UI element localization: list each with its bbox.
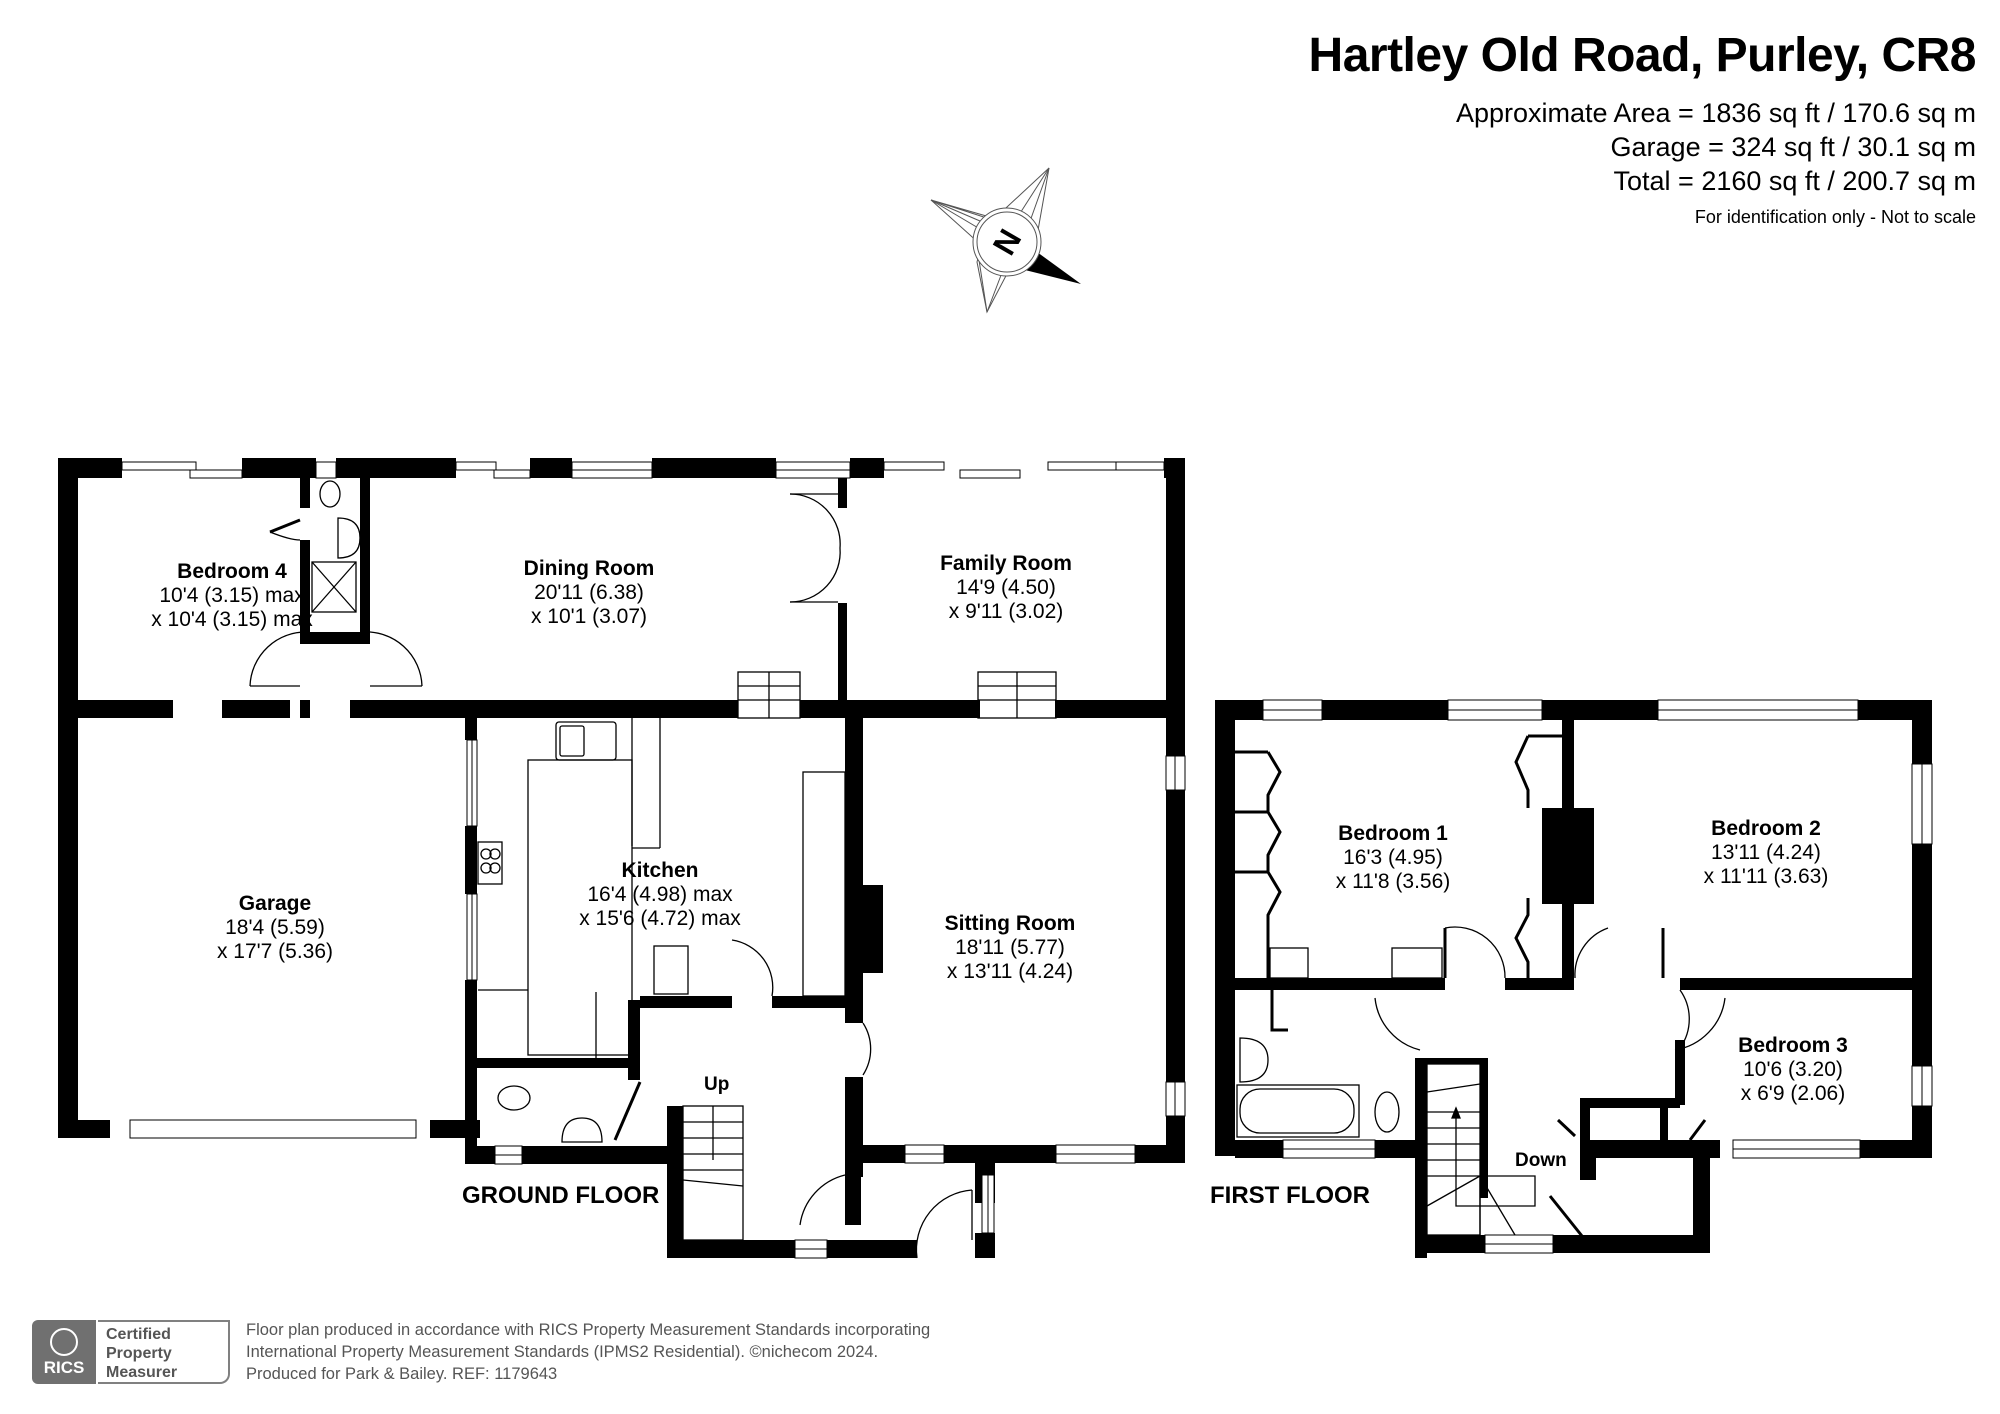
rics-lion-icon [50,1328,78,1356]
room-dimension: 18'11 (5.77) [955,936,1065,959]
room-bedroom-4: Bedroom 4 10'4 (3.15) max x 10'4 (3.15) … [151,560,313,632]
rics-logo: RICS [32,1320,96,1384]
room-dimension: x 17'7 (5.36) [216,940,334,963]
total-area: Total = 2160 sq ft / 200.7 sq m [1613,166,1976,196]
stairs-down-label: Down [1515,1150,1567,1171]
room-dining-room: Dining Room 20'11 (6.38) x 10'1 (3.07) [524,557,655,629]
room-name: Bedroom 1 [1338,822,1448,845]
garage-area: Garage = 324 sq ft / 30.1 sq m [1610,132,1976,162]
badge-line: Measurer [106,1364,178,1381]
room-dimension: x 9'11 (3.02) [948,600,1064,623]
room-name: Dining Room [523,557,655,580]
room-dimension: 14'9 (4.50) [956,576,1056,599]
badge-line: Property [106,1345,172,1362]
room-dimension: x 13'11 (4.24) [946,960,1074,983]
room-name: Sitting Room [944,912,1076,935]
room-kitchen: Kitchen 16'4 (4.98) max x 15'6 (4.72) ma… [579,859,741,931]
first-floor-windows [1262,699,1933,1254]
room-name: Garage [238,892,312,915]
room-name: Family Room [940,552,1072,575]
room-bedroom-3: Bedroom 3 10'6 (3.20) x 6'9 (2.06) [1738,1034,1848,1106]
room-dimension: x 10'1 (3.07) [530,605,648,628]
approximate-area: Approximate Area = 1836 sq ft / 170.6 sq… [1455,98,1976,128]
first-floor-walls [1215,700,1932,1258]
room-dimension: 16'3 (4.95) [1343,846,1443,869]
room-bedroom-2: Bedroom 2 13'11 (4.24) x 11'11 (3.63) [1704,817,1829,889]
first-floor-fixtures [1235,734,1726,1237]
room-dimension: x 15'6 (4.72) max [579,907,741,930]
room-family-room: Family Room 14'9 (4.50) x 9'11 (3.02) [940,552,1072,624]
room-name: Bedroom 2 [1711,817,1821,840]
room-dimension: x 11'8 (3.56) [1335,870,1451,893]
room-dimension: 10'4 (3.15) max [159,584,305,607]
stairs-up-label: Up [704,1074,730,1095]
footer-line: International Property Measurement Stand… [246,1343,879,1361]
room-dimension: x 11'11 (3.63) [1703,865,1829,888]
footer-line: Produced for Park & Bailey. REF: 1179643 [246,1365,558,1383]
room-name: Kitchen [621,859,699,882]
footer-credits: Floor plan produced in accordance with R… [246,1319,930,1385]
certified-measurer-box: Certified Property Measurer [98,1320,230,1384]
room-dimension: x 6'9 (2.06) [1740,1082,1846,1105]
first-floor-label: FIRST FLOOR [1210,1182,1370,1209]
room-name: Bedroom 3 [1738,1034,1848,1057]
room-dimension: 18'4 (5.59) [225,916,325,939]
room-dimension: 20'11 (6.38) [534,581,644,604]
rics-wordmark: RICS [43,1358,85,1377]
ground-floor-windows [121,461,1186,1259]
badge-line: Certified [106,1326,171,1343]
property-title: Hartley Old Road, Purley, CR8 [1308,29,1977,82]
north-arrow-compass-icon: N [930,167,1081,314]
footer-line: Floor plan produced in accordance with R… [246,1321,931,1339]
room-sitting-room: Sitting Room 18'11 (5.77) x 13'11 (4.24) [945,912,1076,984]
rics-certified-badge: RICS Certified Property Measurer [32,1320,232,1384]
ground-floor-label: GROUND FLOOR [462,1182,660,1209]
room-dimension: 10'6 (3.20) [1743,1058,1843,1081]
room-name: Bedroom 4 [177,560,287,583]
room-dimension: 16'4 (4.98) max [587,883,733,906]
room-dimension: 13'11 (4.24) [1711,841,1821,864]
room-bedroom-1: Bedroom 1 16'3 (4.95) x 11'8 (3.56) [1336,822,1451,894]
room-garage: Garage 18'4 (5.59) x 17'7 (5.36) [217,892,333,964]
disclaimer: For identification only - Not to scale [1694,207,1976,227]
room-dimension: x 10'4 (3.15) max [151,608,313,631]
ground-floor-fixtures [249,480,1057,1259]
ground-floor-walls [58,458,1185,1258]
